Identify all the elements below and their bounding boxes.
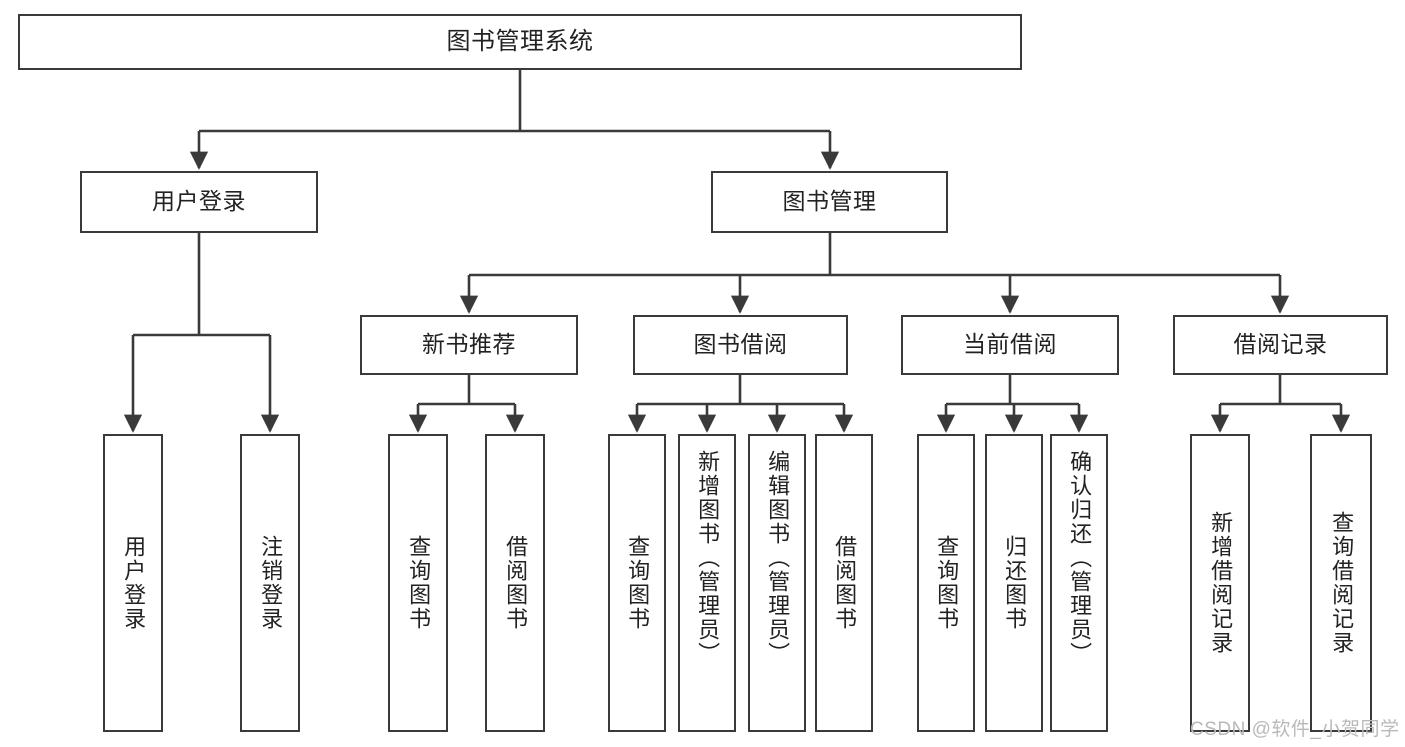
node-leaf-edit-book-label: 编辑图书（管理员） [765,450,791,666]
node-leaf-query-book-3[interactable]: 查询图书 [917,434,975,732]
node-leaf-logout-login[interactable]: 注销登录 [240,434,300,732]
node-leaf-edit-book[interactable]: 编辑图书（管理员） [748,434,806,732]
node-leaf-add-record[interactable]: 新增借阅记录 [1190,434,1250,732]
node-leaf-query-book-3-label: 查询图书 [934,535,960,631]
node-leaf-query-book-2[interactable]: 查询图书 [608,434,666,732]
node-leaf-borrow-book-2-label: 借阅图书 [832,535,858,631]
node-new-book-recommend[interactable]: 新书推荐 [360,315,578,375]
node-current-borrow[interactable]: 当前借阅 [901,315,1119,375]
csdn-watermark: CSDN @软件_小贺同学 [1190,719,1400,740]
node-leaf-add-record-label: 新增借阅记录 [1208,511,1234,655]
node-book-borrow[interactable]: 图书借阅 [633,315,848,375]
node-borrow-record[interactable]: 借阅记录 [1173,315,1388,375]
node-leaf-confirm-return[interactable]: 确认归还（管理员） [1050,434,1108,732]
node-book-borrow-label: 图书借阅 [693,331,788,358]
node-leaf-confirm-return-label: 确认归还（管理员） [1067,450,1093,666]
node-leaf-borrow-book-2[interactable]: 借阅图书 [815,434,873,732]
node-leaf-borrow-book-1[interactable]: 借阅图书 [485,434,545,732]
node-user-login[interactable]: 用户登录 [80,171,318,233]
node-leaf-user-login[interactable]: 用户登录 [103,434,163,732]
node-new-book-recommend-label: 新书推荐 [422,331,516,358]
node-leaf-query-book-1[interactable]: 查询图书 [388,434,448,732]
node-leaf-query-record-label: 查询借阅记录 [1329,511,1355,655]
node-leaf-query-book-1-label: 查询图书 [406,535,432,631]
node-leaf-return-book-label: 归还图书 [1002,535,1028,631]
node-borrow-record-label: 借阅记录 [1233,331,1328,358]
node-book-management-label: 图书管理 [782,188,877,215]
node-leaf-user-login-label: 用户登录 [121,535,147,631]
node-leaf-query-record[interactable]: 查询借阅记录 [1310,434,1372,732]
node-root[interactable]: 图书管理系统 [18,14,1022,70]
node-root-label: 图书管理系统 [446,27,594,55]
node-leaf-add-book-label: 新增图书（管理员） [695,450,721,666]
node-leaf-query-book-2-label: 查询图书 [625,535,651,631]
node-leaf-return-book[interactable]: 归还图书 [985,434,1043,732]
node-leaf-logout-login-label: 注销登录 [258,535,284,631]
node-leaf-add-book[interactable]: 新增图书（管理员） [678,434,736,732]
node-user-login-label: 用户登录 [152,188,246,215]
node-book-management[interactable]: 图书管理 [711,171,948,233]
node-leaf-borrow-book-1-label: 借阅图书 [503,535,529,631]
node-current-borrow-label: 当前借阅 [963,331,1057,358]
